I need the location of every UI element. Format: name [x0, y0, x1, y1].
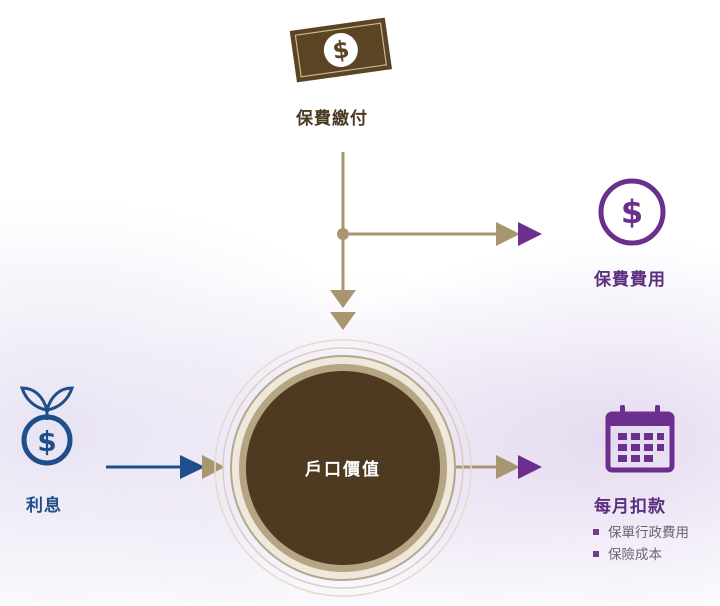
svg-text:$: $: [621, 193, 643, 231]
monthly-deduction-list: 保單行政費用 保險成本: [593, 522, 689, 566]
account-value-label: 戶口價值: [305, 460, 381, 480]
deduction-arrow-gold: [496, 455, 520, 479]
dollar-circle-icon: $: [598, 178, 666, 246]
interest-arrow-blue: [180, 455, 205, 479]
calendar-icon: [605, 405, 675, 473]
payment-arrow-2: [330, 312, 356, 330]
premium-payment-label: 保費繳付: [296, 109, 368, 129]
list-item: 保單行政費用: [593, 522, 689, 544]
deduction-arrow-purple: [518, 455, 542, 479]
interest-label: 利息: [26, 496, 62, 516]
dollar-bill-icon: $: [289, 17, 393, 83]
interest-arrow-gold: [202, 455, 225, 479]
svg-text:$: $: [37, 425, 56, 458]
account-value-node: [214, 339, 472, 597]
charge-arrow-gold: [496, 222, 520, 246]
charge-arrow-purple: [518, 222, 542, 246]
monthly-deduction-label: 每月扣款: [594, 497, 666, 517]
payment-arrow-1: [330, 290, 356, 308]
premium-charge-label: 保費費用: [594, 270, 666, 290]
svg-text:$: $: [331, 35, 351, 65]
money-plant-icon: $: [19, 386, 75, 466]
list-item: 保險成本: [593, 544, 689, 566]
